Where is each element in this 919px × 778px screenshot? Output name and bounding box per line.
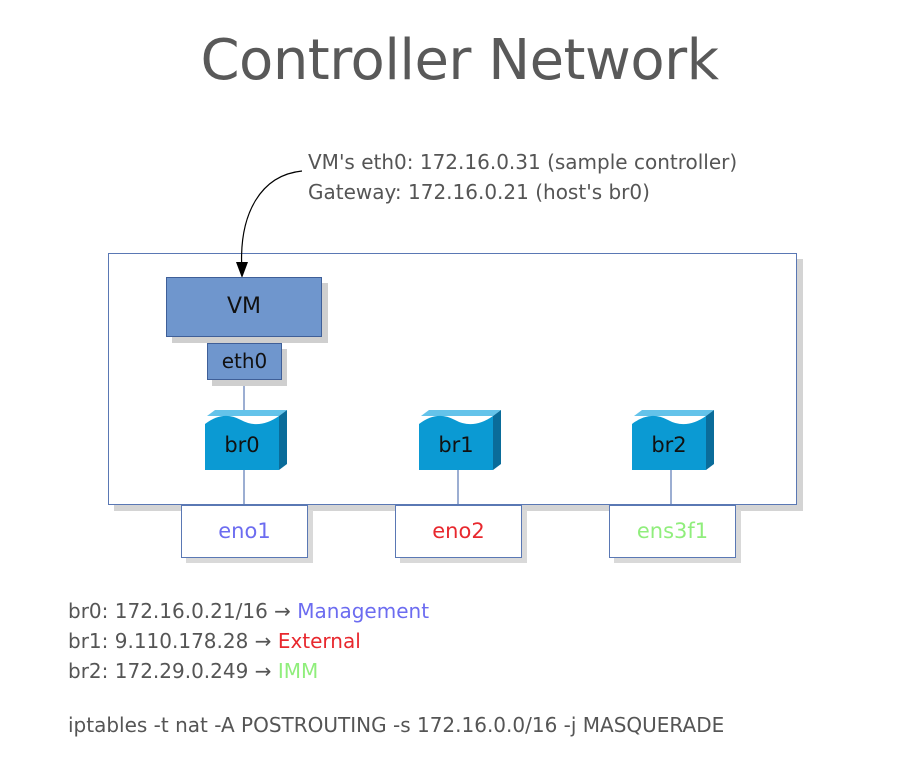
vm-box: VM	[166, 277, 322, 337]
vm-eth0-interface: eth0	[207, 343, 282, 380]
bridge-br0-label: br0	[224, 433, 259, 457]
callout-arrow	[240, 170, 303, 273]
legend-br1-address: br1: 9.110.178.28 →	[68, 629, 278, 653]
legend-br1-role: External	[277, 629, 361, 653]
iptables-command: iptables -t nat -A POSTROUTING -s 172.16…	[68, 713, 725, 737]
nic-ens3f1: ens3f1	[609, 505, 736, 558]
bridge-br0-icon: br0	[205, 410, 287, 470]
legend-br0-address: br0: 172.16.0.21/16 →	[68, 599, 298, 623]
legend-row-br0: br0: 172.16.0.21/16 → Management	[68, 596, 429, 626]
legend-br0-role: Management	[297, 599, 430, 623]
legend-row-br1: br1: 9.110.178.28 → External	[68, 626, 429, 656]
vm-callout: VM's eth0: 172.16.0.31 (sample controlle…	[308, 147, 737, 207]
bridge-br2-icon: br2	[632, 410, 714, 470]
diagram-title: Controller Network	[200, 28, 719, 93]
bridge-br2-label: br2	[651, 433, 686, 457]
callout-line-vm-address: VM's eth0: 172.16.0.31 (sample controlle…	[308, 150, 738, 174]
bridge-legend: br0: 172.16.0.21/16 → Management br1: 9.…	[68, 596, 429, 686]
legend-br2-role: IMM	[277, 659, 319, 683]
nic-eno1: eno1	[181, 505, 308, 558]
legend-row-br2: br2: 172.29.0.249 → IMM	[68, 656, 429, 686]
bridge-br1-icon: br1	[419, 410, 501, 470]
legend-br2-address: br2: 172.29.0.249 →	[68, 659, 278, 683]
callout-arrowhead	[236, 262, 248, 278]
callout-line-gateway: Gateway: 172.16.0.21 (host's br0)	[308, 180, 650, 204]
nic-eno2: eno2	[395, 505, 522, 558]
bridge-br1-label: br1	[438, 433, 473, 457]
